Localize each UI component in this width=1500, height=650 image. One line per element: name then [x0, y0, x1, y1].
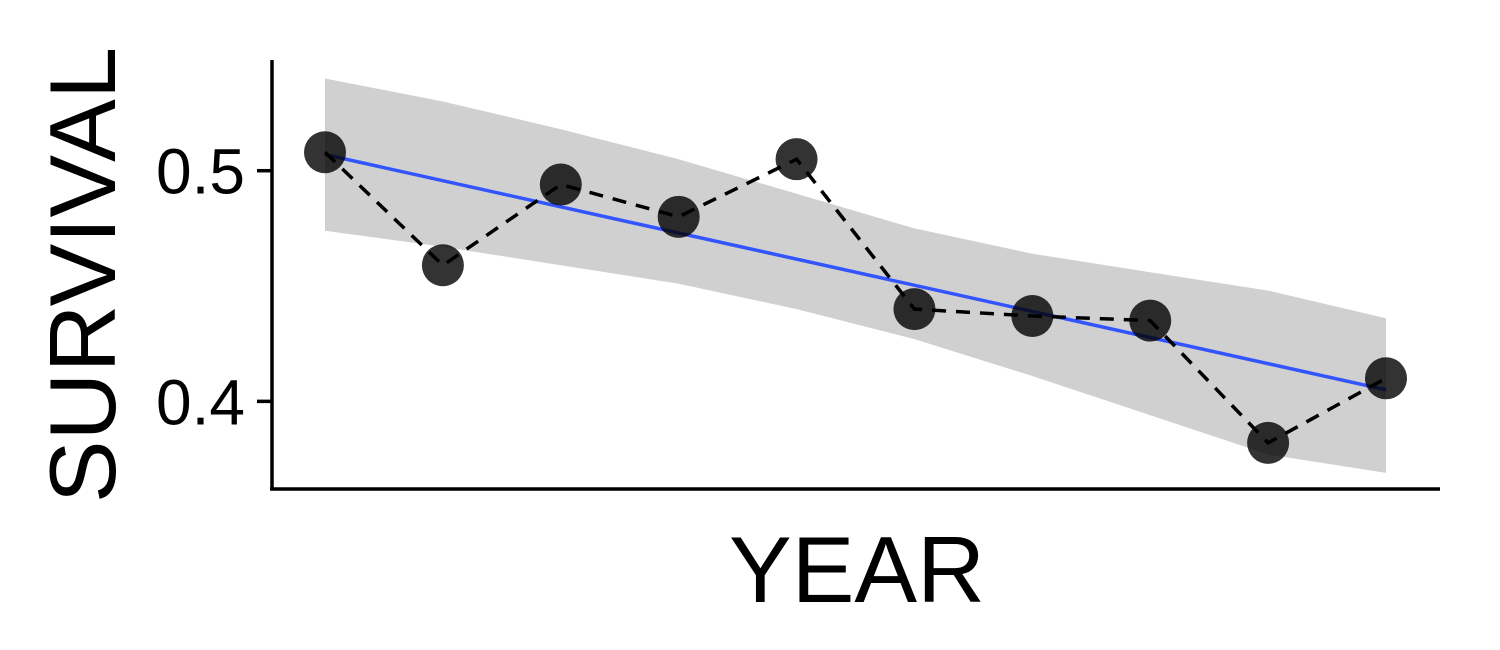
confidence-band: [325, 78, 1386, 473]
data-point: [1247, 421, 1290, 464]
trend-line: [324, 152, 1387, 392]
x-axis-title: YEAR: [729, 517, 985, 622]
data-point: [304, 131, 346, 174]
data-point: [657, 195, 700, 238]
data-point: [1129, 299, 1172, 342]
data-point: [775, 138, 818, 181]
trend-line-layer: [324, 152, 1387, 392]
y-tick-label: 0.5: [156, 136, 245, 208]
data-point: [1011, 295, 1054, 338]
confidence-band-layer: [325, 78, 1386, 473]
data-point: [539, 163, 582, 206]
connecting-line-layer: [323, 151, 1387, 446]
y-ticks-layer: 0.5 0.4: [156, 136, 272, 438]
y-tick-label: 0.4: [156, 366, 245, 438]
data-point: [1365, 357, 1407, 400]
data-point: [893, 288, 936, 331]
points-layer: [304, 131, 1407, 464]
series-dashed-line: [323, 151, 1387, 446]
data-point: [421, 244, 464, 287]
y-axis-title: SURVIVAL: [30, 47, 135, 503]
